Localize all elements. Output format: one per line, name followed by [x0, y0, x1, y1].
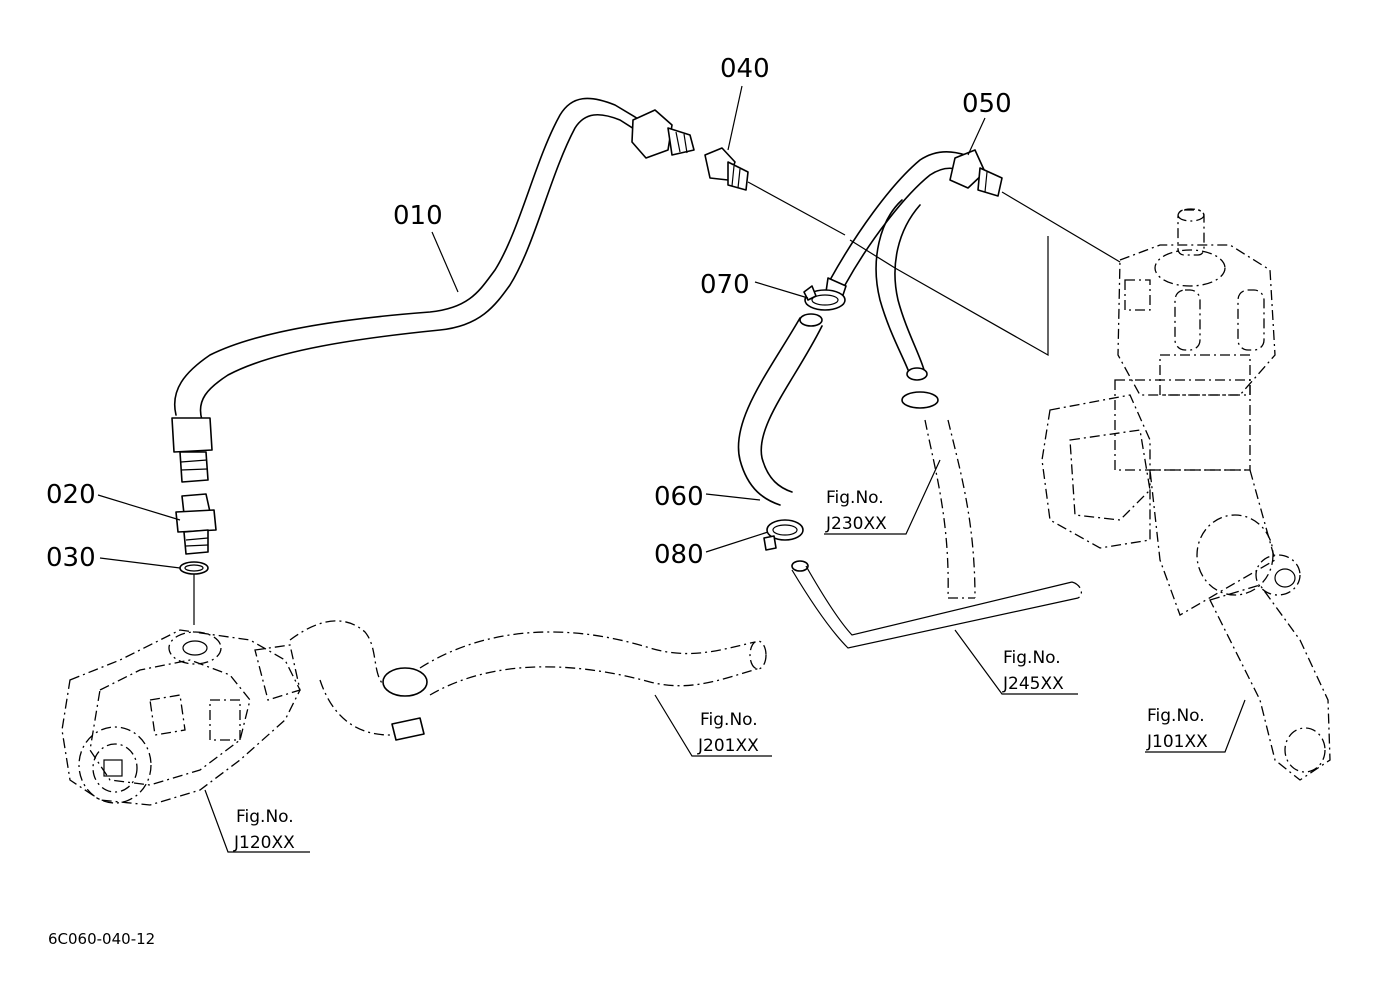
hose-j245: [791, 560, 1083, 649]
clamp-080: [763, 519, 804, 551]
part-label-040: 040: [720, 54, 770, 84]
o-ring-030: [179, 561, 209, 575]
part-label-030: 030: [46, 543, 96, 573]
adapter-020: [175, 493, 217, 555]
pipe-nut-lower: [171, 417, 213, 483]
power-steering-unit: [1041, 208, 1331, 781]
fig-ref-j120-line1: Fig.No.: [236, 807, 294, 827]
part-label-050: 050: [962, 89, 1012, 119]
pipe-010: [173, 97, 643, 421]
leader-lines: [97, 85, 1246, 853]
fig-ref-j230-line1: Fig.No.: [826, 488, 884, 508]
hose-060: [737, 313, 823, 506]
part-label-070: 070: [700, 270, 750, 300]
pipe-nut-upper: [631, 109, 695, 159]
pipe-050-line: [825, 150, 969, 299]
hose-j201: [289, 620, 767, 741]
fig-ref-j101-line1: Fig.No.: [1147, 706, 1205, 726]
fig-ref-j245-line2: J245XX: [1002, 674, 1064, 694]
hose-j230: [875, 199, 976, 599]
assembly-line-050: [1001, 191, 1121, 263]
assembly-bracket-line: [849, 236, 1049, 357]
fig-ref-j120-line2: J120XX: [233, 833, 295, 853]
fig-ref-j230-line2: J230XX: [825, 514, 887, 534]
adapter-040: [704, 147, 749, 191]
fig-ref-j201-line2: J201XX: [697, 736, 759, 756]
clamp-070: [803, 285, 846, 311]
fig-ref-j245-line1: Fig.No.: [1003, 648, 1061, 668]
part-label-010: 010: [393, 201, 443, 231]
part-label-080: 080: [654, 540, 704, 570]
fig-ref-j101-line2: J101XX: [1146, 732, 1208, 752]
assembly-line-040: [747, 181, 846, 236]
adapter-050: [949, 149, 1003, 197]
document-id: 6C060-040-12: [48, 930, 155, 948]
hydraulic-pump: [61, 629, 301, 806]
fig-ref-j201-line1: Fig.No.: [700, 710, 758, 730]
part-label-060: 060: [654, 482, 704, 512]
part-label-020: 020: [46, 480, 96, 510]
